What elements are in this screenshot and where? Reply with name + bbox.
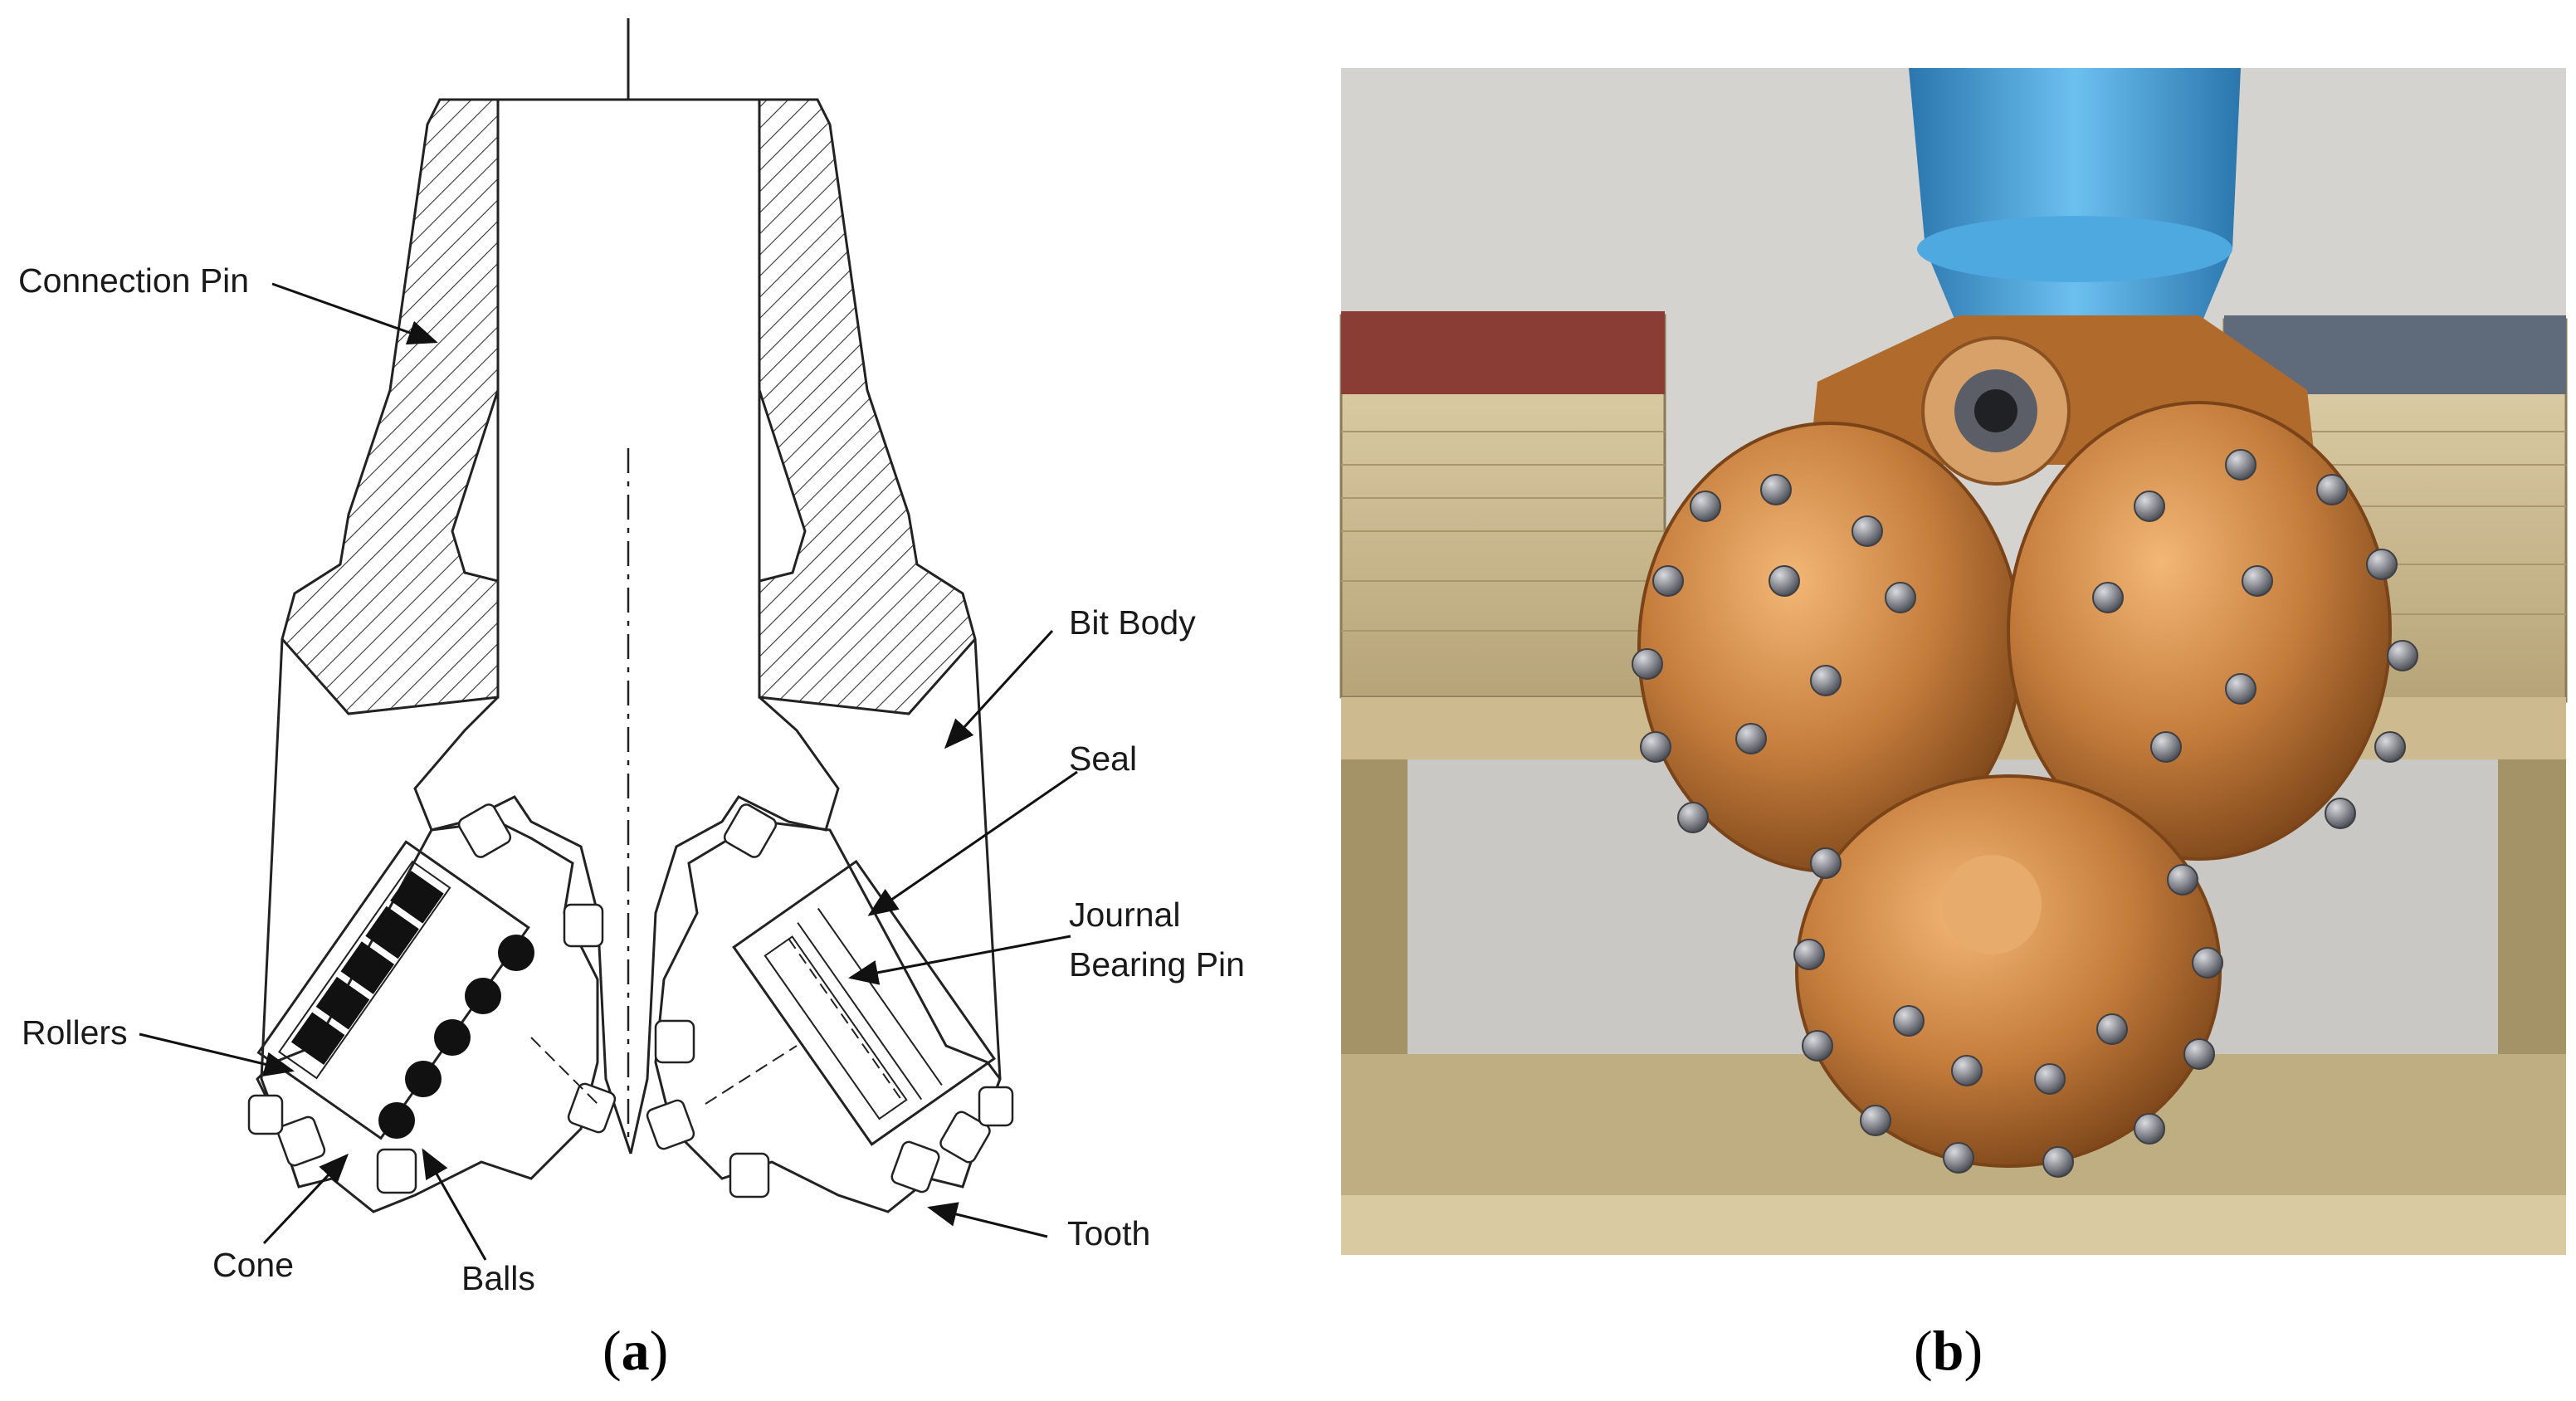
panel-a-schematic [247, 18, 1014, 1213]
drill-pipe [1909, 68, 2241, 349]
cone-right [2007, 401, 2392, 861]
label-seal: Seal [1069, 740, 1138, 778]
label-balls: Balls [461, 1259, 535, 1297]
caption-a: (a) [603, 1319, 669, 1382]
connection-pin-right-wall [758, 98, 977, 715]
right-cone-outline [654, 820, 1002, 1213]
cone-teeth [247, 803, 1014, 1198]
arrow-connection-pin [271, 282, 438, 345]
cone-bottom [1795, 774, 2222, 1168]
label-connection-pin: Connection Pin [18, 261, 250, 300]
arrow-bit-body [944, 629, 1054, 749]
bearing-balls [378, 935, 534, 1139]
carbide-inserts [1632, 449, 2418, 1178]
roller-blocks [290, 871, 444, 1066]
roller-cones [1637, 401, 2392, 1168]
label-journal-line1: Journal [1069, 896, 1181, 934]
label-rollers: Rollers [22, 1013, 128, 1052]
label-cone: Cone [212, 1246, 295, 1284]
label-journal-line2: Bearing Pin [1069, 945, 1245, 984]
panel-b-photo [1339, 68, 2568, 1255]
arrow-tooth [927, 1202, 1048, 1238]
right-journal-assembly [732, 859, 997, 1146]
arrow-rollers [139, 1032, 295, 1076]
arrow-cone [262, 1153, 349, 1245]
leader-arrows [139, 282, 1078, 1261]
connection-pin-left-wall [281, 98, 500, 715]
arrow-balls [422, 1148, 487, 1261]
caption-b: (b) [1914, 1319, 1983, 1382]
label-tooth: Tooth [1067, 1214, 1151, 1252]
arrow-journal-bearing-pin [848, 935, 1071, 985]
label-bit-body: Bit Body [1069, 603, 1196, 642]
arrow-seal [867, 770, 1078, 916]
